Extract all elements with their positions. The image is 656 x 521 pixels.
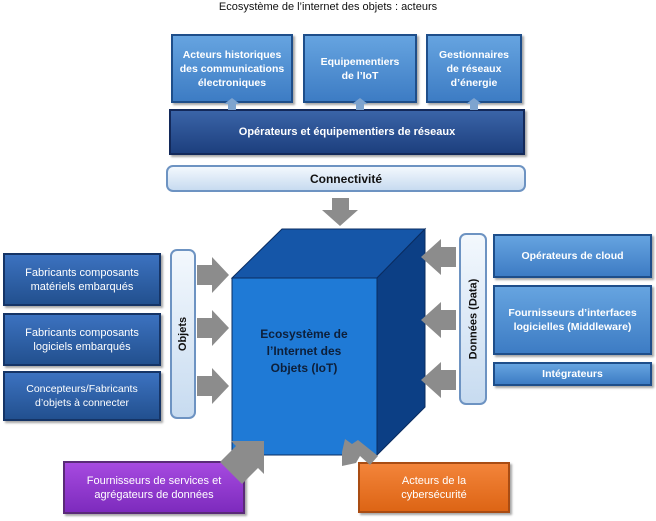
right-arrow-icon: [197, 310, 229, 346]
right-box-cloud: Opérateurs de cloud: [493, 234, 652, 278]
connectivity-bar: Connectivité: [166, 165, 526, 192]
up-left-arrow-icon: [342, 439, 378, 466]
top-box-label: Gestionnaires de réseaux d’énergie: [438, 48, 510, 89]
right-box-integrators: Intégrateurs: [493, 362, 652, 386]
left-box-designers: Concepteurs/Fabricants d’objets à connec…: [3, 371, 161, 421]
bottom-box-cybersecurity: Acteurs de la cybersécurité: [358, 462, 510, 513]
diagram-title: Ecosystème de l’internet des objets : ac…: [218, 1, 438, 13]
left-box-software: Fabricants composants logiciels embarqué…: [3, 313, 161, 366]
left-arrow-icon: [421, 302, 456, 338]
right-box-label: Opérateurs de cloud: [521, 250, 624, 262]
right-arrow-icon: [197, 368, 229, 404]
operators-bar-label: Opérateurs et équipementiers de réseaux: [238, 126, 456, 138]
bottom-box-services: Fournisseurs de services et agrégateurs …: [63, 461, 245, 514]
up-arrow-icon: [224, 98, 240, 110]
up-arrow-icon: [466, 98, 482, 110]
center-label: Ecosystème de l’Internet des Objets (IoT…: [260, 327, 348, 375]
right-box-label: Fournisseurs d’interfaces logicielles (M…: [508, 307, 637, 333]
top-box-label: Acteurs historiques des communications é…: [179, 48, 285, 89]
operators-bar: Opérateurs et équipementiers de réseaux: [169, 109, 525, 155]
right-box-label: Intégrateurs: [542, 368, 603, 380]
left-box-label: Fabricants composants logiciels embarqué…: [25, 326, 139, 353]
left-arrow-icon: [421, 239, 456, 275]
up-right-arrow-icon: [220, 441, 264, 484]
right-box-middleware: Fournisseurs d’interfaces logicielles (M…: [493, 285, 652, 355]
right-arrow-icon: [197, 257, 229, 293]
down-arrow-icon: [322, 198, 358, 226]
top-box-label: Equipementiers de l’IoT: [320, 55, 400, 82]
left-box-label: Fabricants composants matériels embarqué…: [25, 266, 139, 293]
top-box-energy-managers: Gestionnaires de réseaux d’énergie: [426, 34, 522, 103]
donnees-pill: Données (Data): [459, 233, 487, 405]
bottom-box-label: Fournisseurs de services et agrégateurs …: [86, 474, 222, 501]
left-box-label: Concepteurs/Fabricants d’objets à connec…: [26, 383, 138, 409]
left-box-hardware: Fabricants composants matériels embarqué…: [3, 253, 161, 306]
top-box-historical-operators: Acteurs historiques des communications é…: [171, 34, 293, 103]
connectivity-label: Connectivité: [309, 171, 382, 186]
bottom-box-label: Acteurs de la cybersécurité: [401, 474, 467, 501]
up-arrow-icon: [352, 98, 368, 110]
objets-pill: Objets: [170, 249, 196, 419]
cube-front-face: [231, 277, 378, 456]
left-arrow-icon: [421, 362, 456, 398]
